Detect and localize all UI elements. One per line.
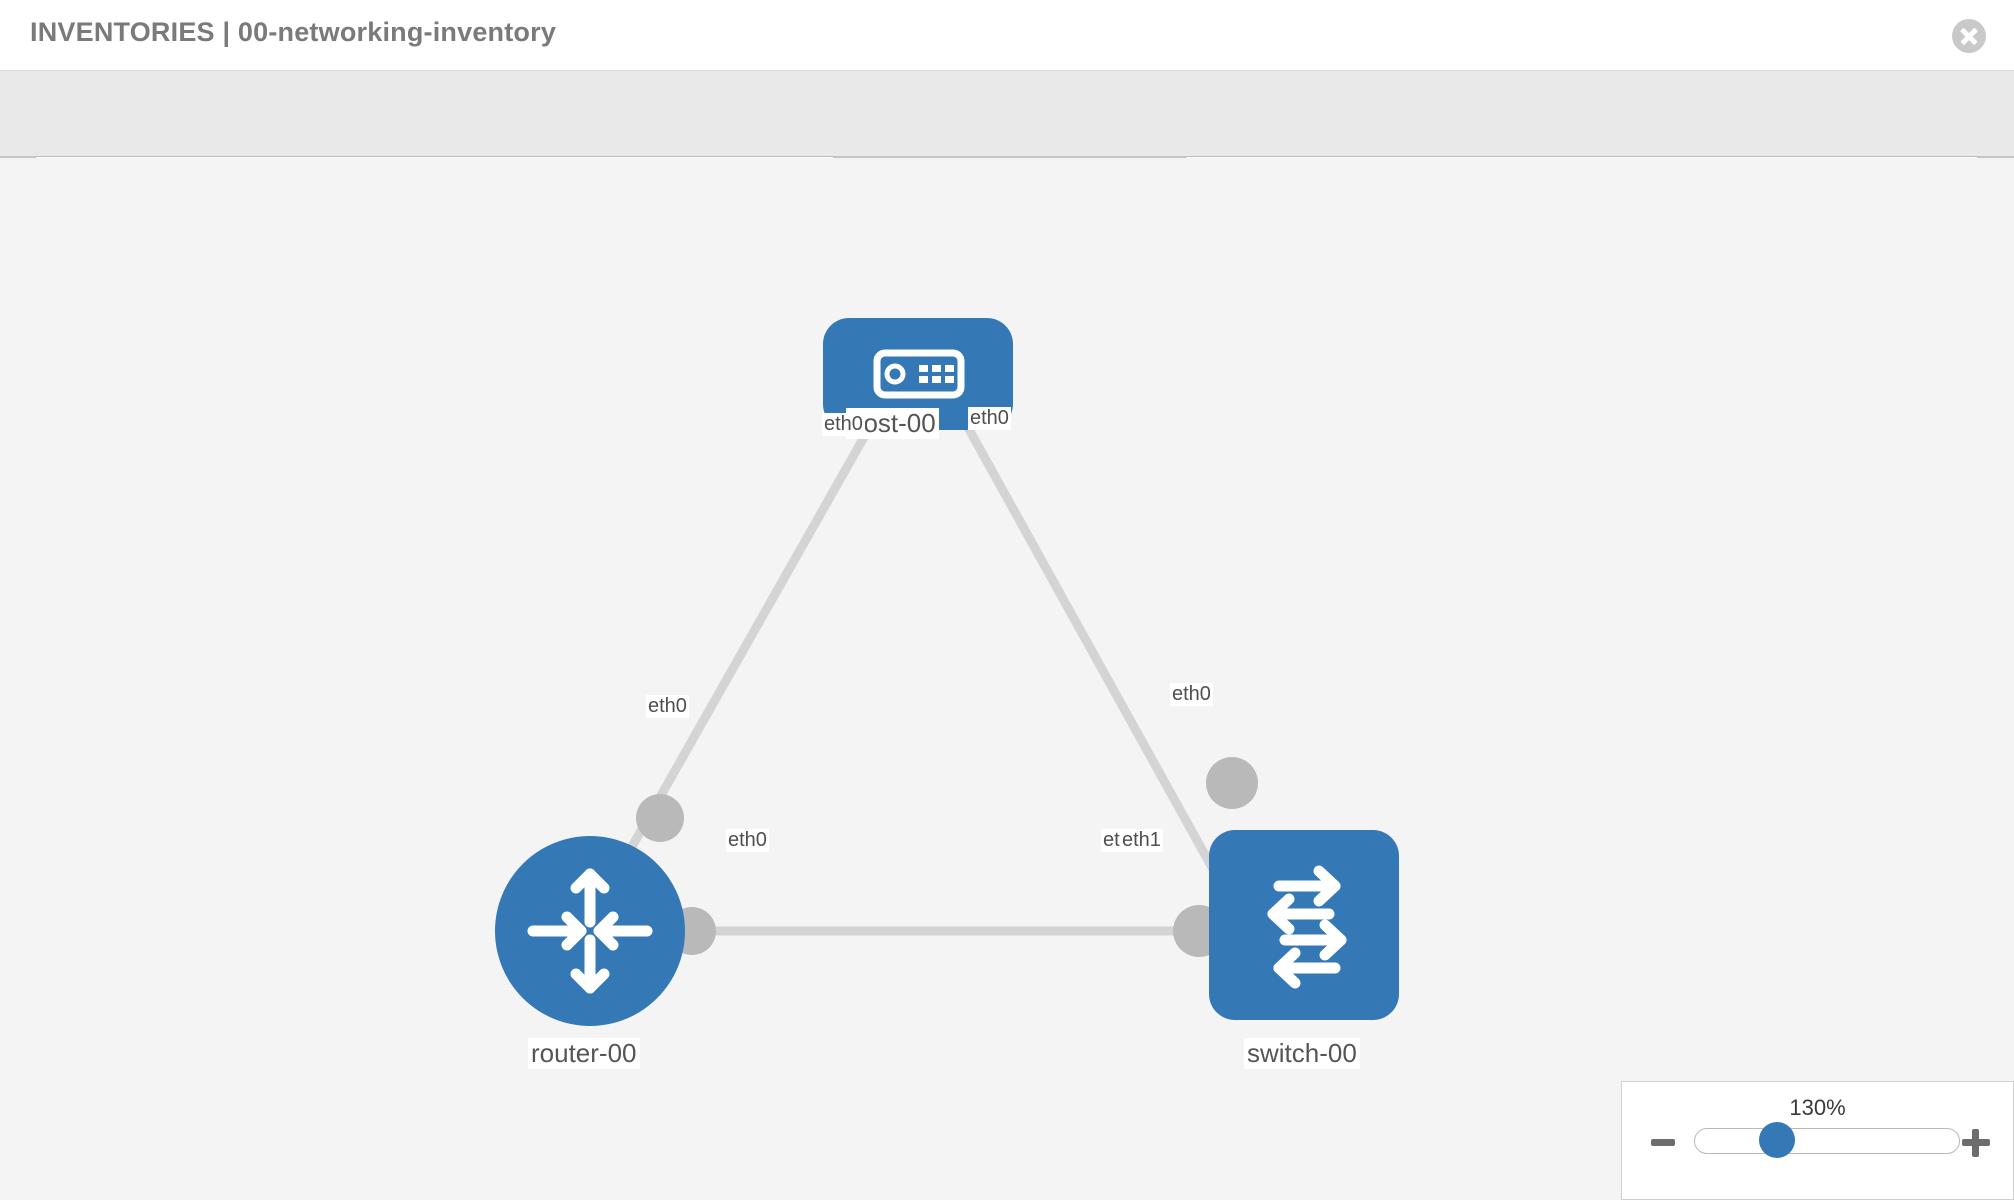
topology-node-label-switch-00: switch-00	[1244, 1038, 1360, 1069]
close-icon[interactable]	[1952, 19, 1986, 53]
minus-icon	[1651, 1139, 1675, 1146]
zoom-in-button[interactable]	[1961, 1127, 1991, 1157]
iface-label-router-up: eth0	[646, 695, 689, 718]
zoom-slider-thumb[interactable]	[1759, 1122, 1795, 1158]
topology-canvas[interactable]: host-00 router-00 switch-00 eth0 eth0 et…	[0, 158, 2014, 1200]
router-arrows-icon	[527, 868, 653, 994]
page-title: INVENTORIES | 00-networking-inventory	[30, 17, 557, 47]
iface-label-switch-left: eth1	[1120, 829, 1163, 852]
connector-router-up	[636, 794, 684, 842]
toolbar: ACTIONS SEARCH	[0, 70, 2014, 208]
zoom-slider-track[interactable]	[1694, 1128, 1960, 1154]
topology-graph	[596, 352, 1258, 957]
iface-label-host-right: eth0	[968, 407, 1011, 430]
topology-node-router-00[interactable]	[495, 836, 685, 1026]
server-icon	[873, 349, 965, 399]
iface-label-switch-up: eth0	[1170, 683, 1213, 706]
page-header: INVENTORIES | 00-networking-inventory	[0, 0, 2014, 70]
iface-label-host-left: eth0	[822, 413, 865, 436]
zoom-control-panel: 130%	[1621, 1081, 2014, 1200]
topology-connectors	[636, 352, 1258, 957]
zoom-level-value: 130%	[1789, 1095, 1846, 1120]
iface-label-router-right: eth0	[726, 829, 769, 852]
edge-host-switch	[941, 383, 1244, 921]
connector-switch-up	[1206, 757, 1258, 809]
plus-icon-vertical	[1972, 1129, 1979, 1157]
topology-node-label-router-00: router-00	[528, 1038, 640, 1069]
switch-arrows-icon	[1267, 865, 1347, 989]
topology-node-switch-00[interactable]	[1209, 830, 1399, 1020]
zoom-out-button[interactable]	[1648, 1127, 1678, 1157]
